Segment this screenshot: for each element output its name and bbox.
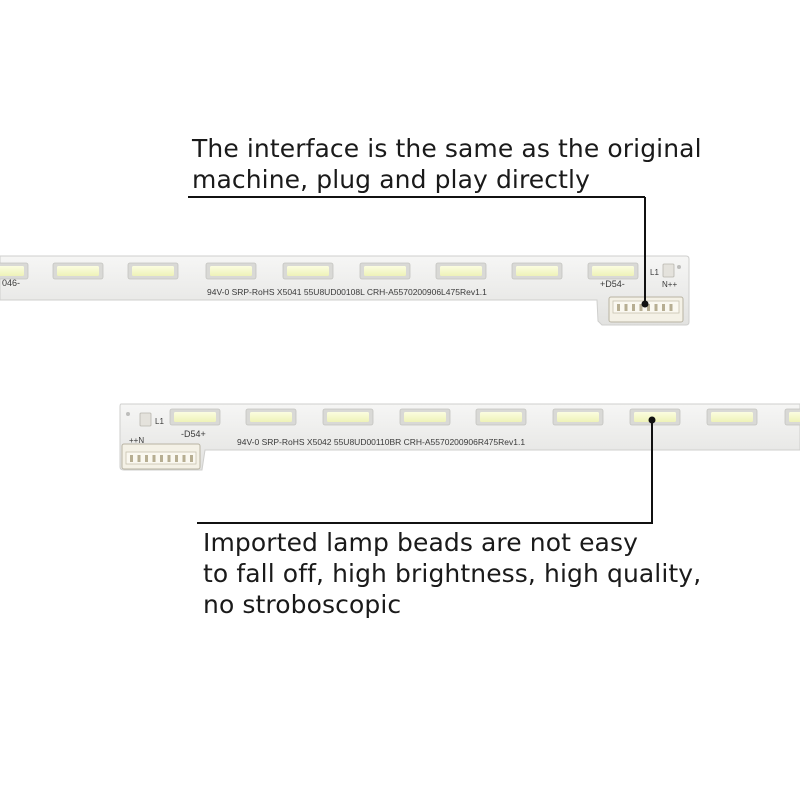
connector-pin-top-7 — [662, 304, 665, 311]
led-bead-top-4 — [205, 262, 257, 280]
connector-pin-top-2 — [624, 304, 628, 311]
led-strip-top: 046- 94V-0 SRP-RoHS X5041 55U8UD00108L C… — [0, 255, 690, 326]
silkscreen-top: 94V-0 SRP-RoHS X5041 55U8UD00108L CRH-A5… — [207, 287, 487, 297]
mount-hole-bottom — [126, 412, 130, 416]
led-bead-bottom-1 — [169, 408, 221, 426]
led-bead-top-5 — [282, 262, 334, 280]
connector-pin-top-3 — [632, 304, 635, 311]
led-bead-top-2 — [52, 262, 104, 280]
connector-pin-bottom-4 — [152, 455, 156, 462]
connector-label-bottom: -D54+ — [181, 429, 206, 439]
connector-pin-bottom-3 — [145, 455, 148, 462]
caption-lamp-beads-line-3: no stroboscopic — [203, 590, 402, 619]
connector-pin-bottom-6 — [167, 455, 171, 462]
caption-interface-line-1: The interface is the same as the origina… — [192, 134, 702, 163]
led-bead-top-7 — [435, 262, 487, 280]
caption-lamp-beads-line-1: Imported lamp beads are not easy — [203, 528, 638, 557]
leader-dot-bottom — [648, 416, 656, 424]
connector-pin-bottom-5 — [160, 455, 163, 462]
led-bead-bottom-9 — [784, 408, 800, 426]
connector-label-top: +D54- — [600, 279, 625, 289]
led-bead-top-6 — [359, 262, 411, 280]
mount-hole-top — [677, 265, 681, 269]
led-bead-bottom-8 — [706, 408, 758, 426]
led-bead-bottom-5 — [475, 408, 527, 426]
led-bead-top-1 — [0, 262, 29, 280]
led-bead-top-9 — [587, 262, 639, 280]
inductor-label-bottom: L1 — [155, 417, 164, 426]
led-strip-bottom: 94V-0 SRP-RoHS X5042 55U8UD00110BR CRH-A… — [119, 403, 800, 471]
inductor-label-top: L1 — [650, 268, 659, 277]
leader-dot-top — [641, 300, 649, 308]
inductor-bottom — [139, 412, 152, 427]
led-bead-top-8 — [511, 262, 563, 280]
connector-pins-top — [617, 304, 673, 311]
led-bead-bottom-6 — [552, 408, 604, 426]
led-bead-bottom-3 — [322, 408, 374, 426]
silkscreen-bottom: 94V-0 SRP-RoHS X5042 55U8UD00110BR CRH-A… — [237, 437, 525, 447]
connector-pin-top-4 — [639, 304, 643, 311]
connector-pin-bottom-2 — [137, 455, 141, 462]
connector-pin-top-8 — [669, 304, 673, 311]
caption-lamp-beads-line-2: to fall off, high brightness, high quali… — [203, 559, 702, 588]
led-bead-top-3 — [127, 262, 179, 280]
caption-interface: The interface is the same as the origina… — [192, 133, 702, 195]
caption-lamp-beads: Imported lamp beads are not easy to fall… — [203, 527, 701, 620]
connector-pin-bottom-7 — [175, 455, 178, 462]
polarity-label-bottom: ++N — [129, 436, 144, 445]
led-bead-bottom-2 — [245, 408, 297, 426]
connector-bottom — [121, 443, 201, 470]
polarity-label-top: N++ — [662, 280, 677, 289]
connector-pin-top-6 — [654, 304, 658, 311]
edge-label-top: 046- — [2, 278, 20, 288]
connector-pin-bottom-8 — [182, 455, 186, 462]
connector-pin-bottom-9 — [190, 455, 193, 462]
led-bead-bottom-4 — [399, 408, 451, 426]
caption-interface-line-2: machine, plug and play directly — [192, 165, 590, 194]
connector-pin-top-5 — [647, 304, 650, 311]
led-bead-bottom-7 — [629, 408, 681, 426]
led-row-bottom — [169, 408, 800, 426]
inductor-top — [662, 263, 675, 278]
led-row-top — [0, 262, 639, 280]
connector-pin-top-1 — [617, 304, 620, 311]
connector-pin-bottom-1 — [130, 455, 133, 462]
connector-pins-bottom — [130, 455, 193, 462]
